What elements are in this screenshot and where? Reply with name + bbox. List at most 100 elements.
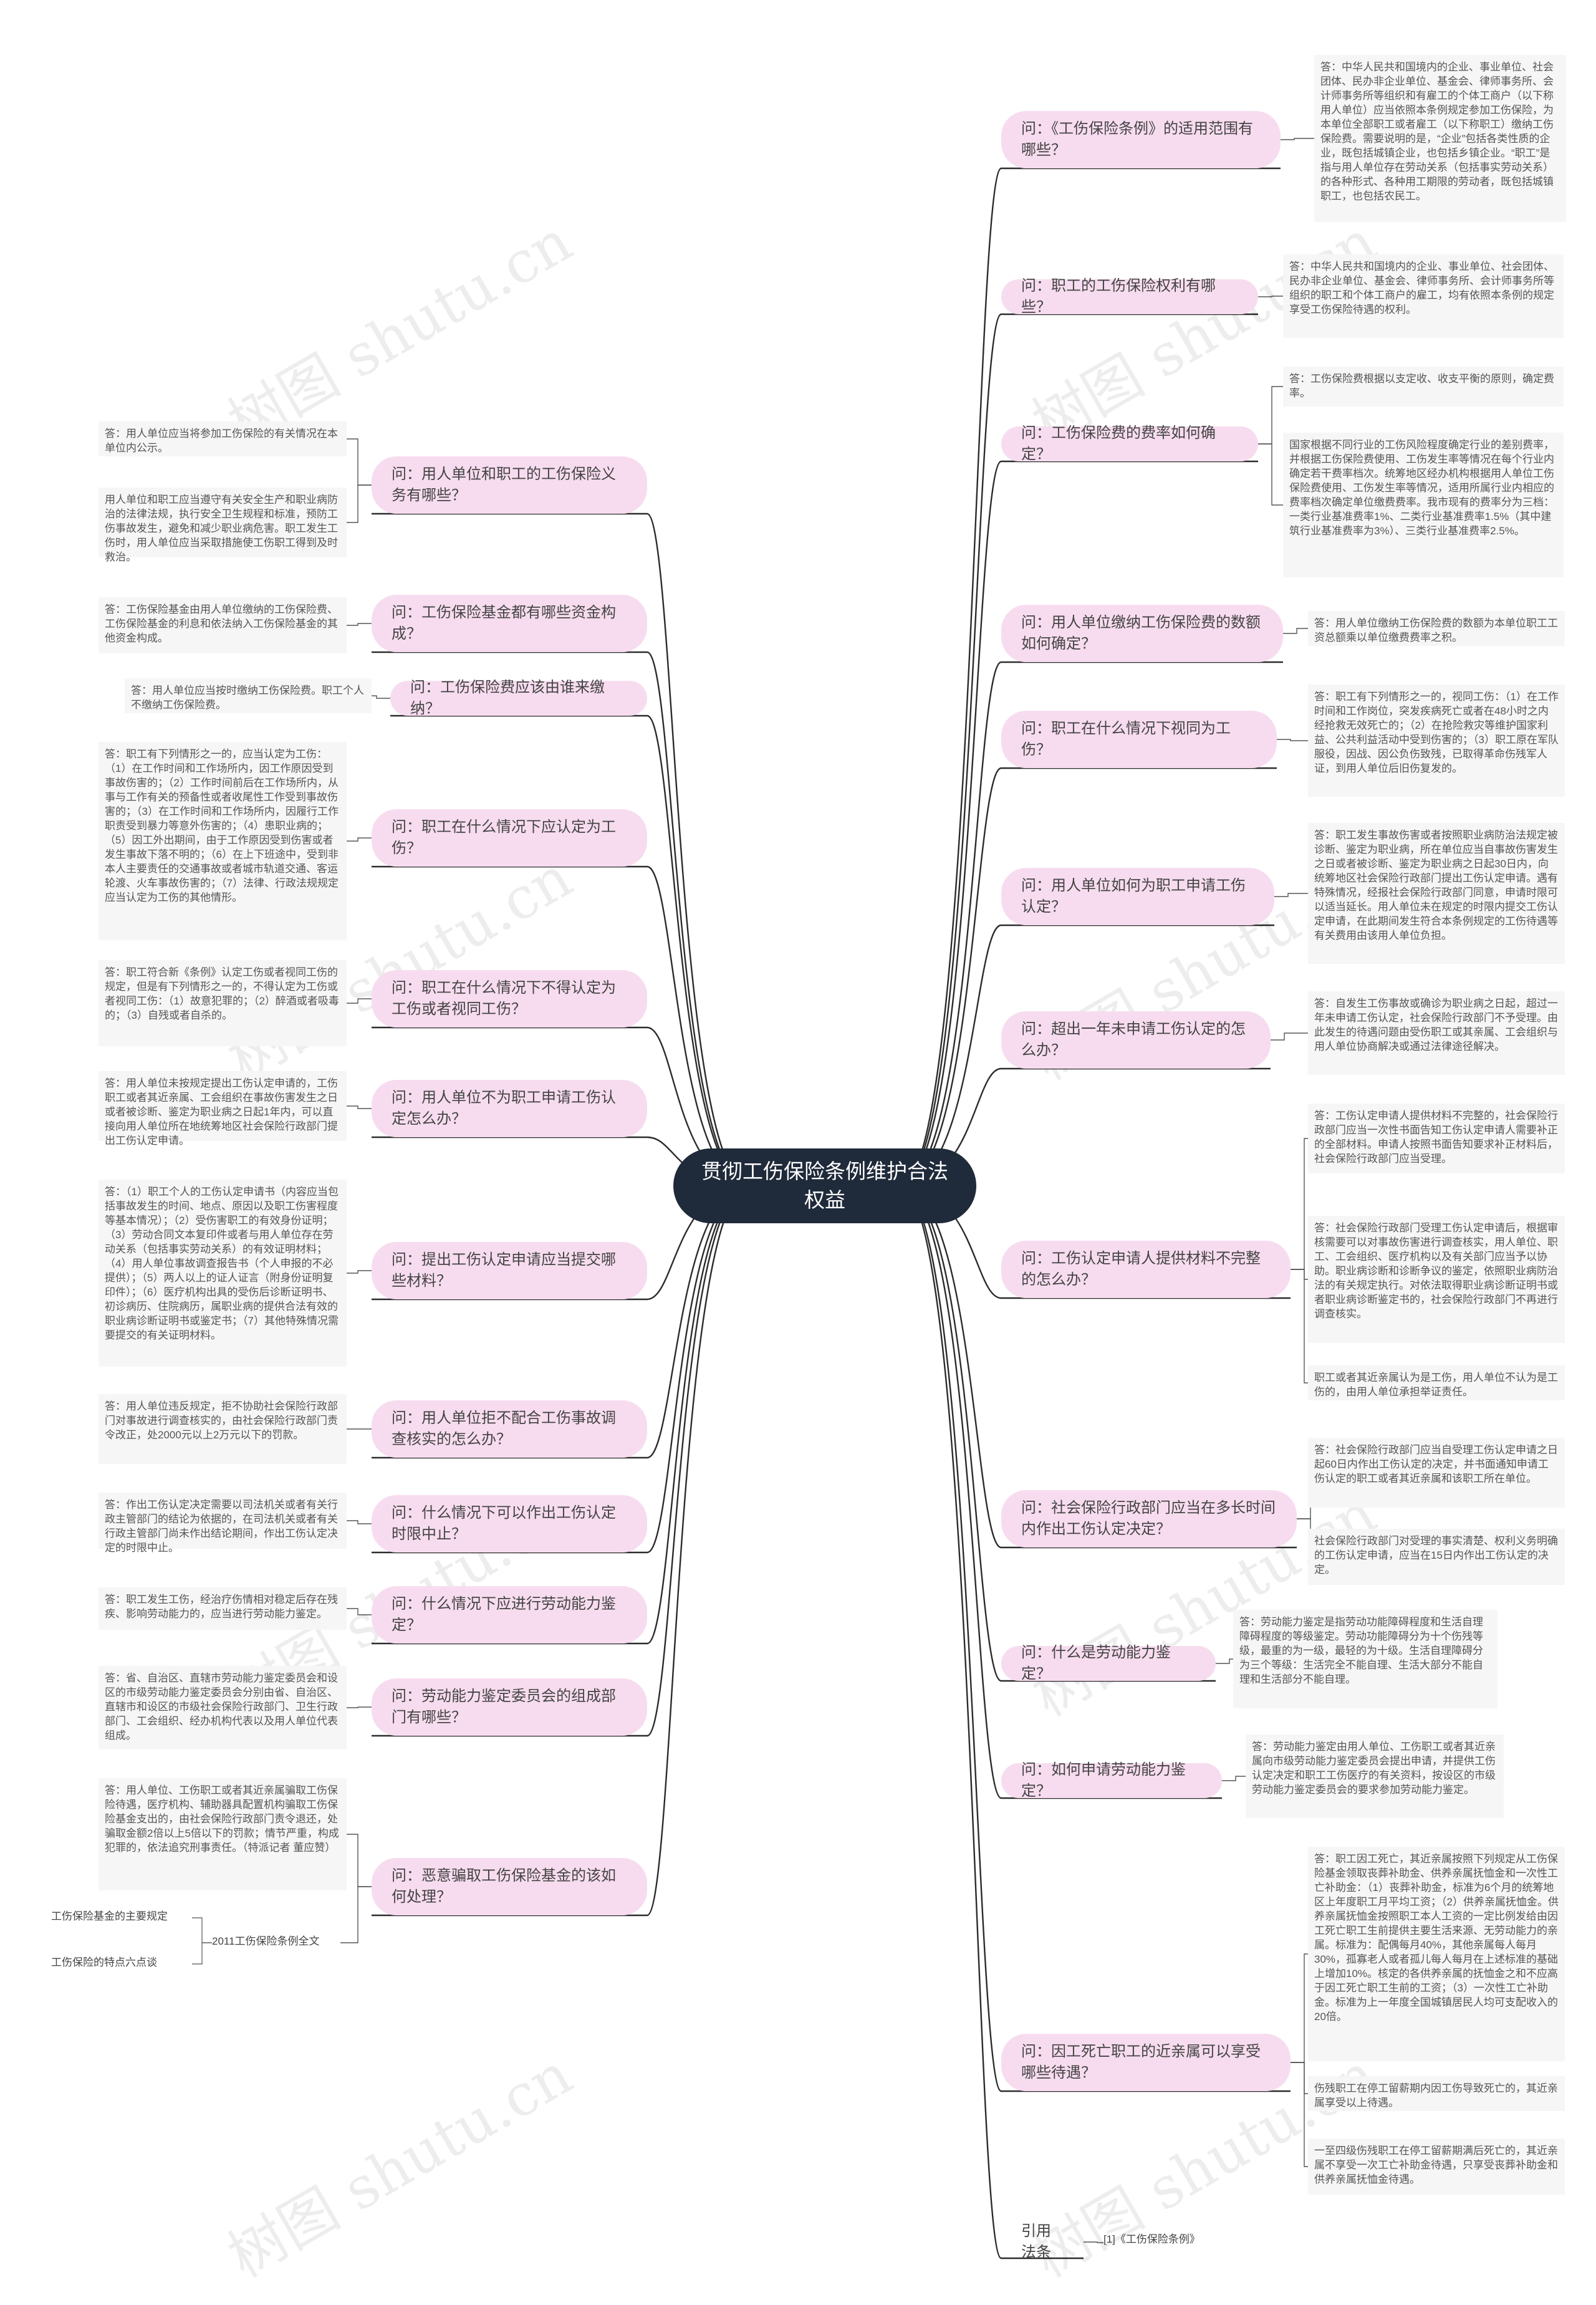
connector-line [192,1917,212,1943]
right-answer-12-3: 一至四级伤残职工在停工留薪期满后死亡的，其近亲属不享受一次工亡补助金待遇，只享受… [1308,2139,1565,2195]
left-question-11[interactable]: 问：劳动能力鉴定委员会的组成部门有哪些？ [372,1678,647,1736]
right-answer-10-1: 答：劳动能力鉴定是指劳动功能障碍程度和生活自理障碍程度的等级鉴定。劳动功能障碍分… [1233,1610,1497,1708]
right-question-6[interactable]: 问：用人单位如何为职工申请工伤认定？ [1001,868,1274,925]
connector-line [899,924,1002,1187]
connector-line [1291,2062,1308,2094]
connector-line [899,1185,1002,1549]
connector-line [899,1185,1002,1799]
left-answer-4-1: 答：职工有下列情形之一的，应当认定为工伤：（1）在工作时间和工作场所内，因工作原… [99,742,347,940]
right-answer-9-1: 答：社会保险行政部门应当自受理工伤认定申请之日起60日内作出工伤认定的决定，并书… [1308,1438,1565,1508]
connector-line [647,1185,751,1459]
connector-line [899,167,1002,1187]
left-answer-8-1: 答：用人单位违反规定，拒不协助社会保险行政部门对事故进行调查核实的，由社会保险行… [99,1394,347,1464]
left-answer-9-1: 答：作出工伤认定决定需要以司法机关或者有关行政主管部门的结论为依据的，在司法机关… [99,1493,347,1554]
right-answer-13-1: [1]《工伤保险条例》 [1103,2233,1200,2245]
connector-line [347,837,372,842]
connector-line [647,1185,751,1645]
connector-line [899,1185,1002,2092]
connector-line [1258,443,1283,506]
right-answer-6-1: 答：职工发生事故伤害或者按照职业病防治法规定被诊断、鉴定为职业病，所在单位应当自… [1308,823,1565,964]
connector-line [647,512,751,1187]
connector-line [347,484,372,523]
connector-line [1084,2241,1103,2243]
left-question-7[interactable]: 问：提出工伤认定申请应当提交哪些材料？ [372,1242,647,1299]
related-item-2[interactable]: 工伤保险的特点六点谈 [51,1956,157,1968]
left-answer-7-1: 答：（1）职工个人的工伤认定申请书（内容应当包括事故发生的时间、地点、原因以及职… [99,1180,347,1367]
right-question-13[interactable]: 引用法条 [1021,2223,1051,2261]
related-item-1[interactable]: 工伤保险基金的主要规定 [51,1910,168,1922]
left-question-2[interactable]: 问：工伤保险基金都有哪些资金构成？ [372,595,647,652]
right-answer-12-1: 答：职工因工死亡，其近亲属按照下列规定从工伤保险基金领取丧葬补助金、供养亲属抚恤… [1308,1847,1565,2061]
left-question-10[interactable]: 问：什么情况下应进行劳动能力鉴定？ [372,1586,647,1643]
left-question-9[interactable]: 问：什么情况下可以作出工伤认定时限中止？ [372,1495,647,1552]
connector-line [647,715,751,1187]
right-answer-3-1: 答：工伤保险费根据以支定收、收支平衡的原则，确定费率。 [1283,367,1564,407]
connector-line [647,1185,751,1554]
connector-line [899,767,1002,1187]
connector-line [1291,1138,1308,1270]
connector-line [1258,296,1283,297]
left-answer-2-1: 答：工伤保险基金由用人单位缴纳的工伤保险费、工伤保险基金的利息和依法纳入工伤保险… [99,597,347,653]
right-question-10[interactable]: 问：什么是劳动能力鉴定？ [1001,1644,1216,1682]
connector-line [347,438,372,486]
left-question-8[interactable]: 问：用人单位拒不配合工伤事故调查核实的怎么办？ [372,1400,647,1458]
right-answer-11-1: 答：劳动能力鉴定由用人单位、工伤职工或者其近亲属向市级劳动能力鉴定委员会提出申请… [1246,1735,1504,1818]
right-answer-7-1: 答：自发生工伤事故或确诊为职业病之日起，超过一年未申请工伤认定，社会保险行政部门… [1308,991,1565,1075]
left-answer-1-2: 用人单位和职工应当遵守有关安全生产和职业病防治的法律法规，执行安全卫生规程和标准… [99,488,347,563]
right-answer-2-1: 答：中华人民共和国境内的企业、事业单位、社会团体、民办非企业单位、基金会、律师事… [1283,254,1564,338]
connector-line [1291,1269,1308,1383]
right-question-11[interactable]: 问：如何申请劳动能力鉴定？ [1001,1761,1222,1799]
left-answer-12-1: 答：用人单位、工伤职工或者其近亲属骗取工伤保险待遇，医疗机构、辅助器具配置机构骗… [99,1778,347,1890]
connector-line [1271,1032,1308,1041]
right-answer-8-2: 答：社会保险行政部门受理工伤认定申请后，根据审核需要可以对事故伤害进行调查核实，… [1308,1216,1565,1343]
left-answer-3-1: 答：用人单位应当按时缴纳工伤保险费。职工个人不缴纳工伤保险费。 [125,678,372,713]
left-question-5[interactable]: 问：职工在什么情况下不得认定为工伤或者视同工伤？ [372,970,647,1027]
connector-line [347,1270,372,1274]
right-answer-4-1: 答：用人单位缴纳工伤保险费的数额为本单位职工工资总额乘以单位缴费费率之积。 [1308,611,1565,646]
connector-line [372,695,390,699]
left-answer-10-1: 答：职工发生工伤，经治疗伤情相对稳定后存在残疾、影响劳动能力的，应当进行劳动能力… [99,1587,347,1630]
right-question-4[interactable]: 问：用人单位缴纳工伤保险费的数额如何确定？ [1001,605,1283,662]
connector-line [192,1942,212,1965]
connector-line [1281,138,1314,140]
right-question-5[interactable]: 问：职工在什么情况下视同为工伤？ [1001,711,1277,768]
left-question-4[interactable]: 问：职工在什么情况下应认定为工伤？ [372,809,647,867]
connector-line [347,1520,372,1524]
right-answer-8-3: 职工或者其近亲属认为是工伤，用人单位不认为是工伤的，由用人单位承担举证责任。 [1308,1365,1565,1400]
connector-line [340,1886,372,1943]
related-label[interactable]: 2011工伤保险条例全文 [212,1935,320,1947]
right-question-1[interactable]: 问：《工伤保险条例》的适用范围有哪些？ [1001,111,1281,168]
connector-line [347,1834,372,1887]
right-question-8[interactable]: 问：工伤认定申请人提供材料不完整的怎么办？ [1001,1241,1291,1298]
connector-line [1274,893,1308,897]
connector-line [647,651,751,1187]
right-question-9[interactable]: 问：社会保险行政部门应当在多长时间内作出工伤认定决定？ [1001,1490,1297,1547]
right-answer-3-2: 国家根据不同行业的工伤风险程度确定行业的差别费率，并根据工伤保险费使用、工伤发生… [1283,433,1564,577]
left-question-1[interactable]: 问：用人单位和职工的工伤保险义务有哪些？ [372,456,647,514]
left-question-12[interactable]: 问：恶意骗取工伤保险基金的该如何处理？ [372,1858,647,1915]
left-answer-6-1: 答：用人单位未按规定提出工伤认定申请的，工伤职工或者其近亲属、工会组织在事故伤害… [99,1071,347,1147]
central-topic[interactable]: 贯彻工伤保险条例维护合法权益 [673,1148,976,1223]
left-question-3[interactable]: 问：工伤保险费应该由谁来缴纳？ [390,679,647,717]
left-answer-1-1: 答：用人单位应当将参加工伤保险的有关情况在本单位内公示。 [99,421,347,456]
right-question-7[interactable]: 问：超出一年未申请工伤认定的怎么办？ [1001,1011,1271,1069]
right-answer-1-1: 答：中华人民共和国境内的企业、事业单位、社会团体、民办非企业单位、基金会、律师事… [1314,55,1566,222]
connector-line [347,1608,372,1615]
connector-line [1258,386,1283,445]
right-question-3[interactable]: 问：工伤保险费的费率如何确定？ [1001,425,1258,463]
connector-line [347,1105,372,1109]
connector-line [647,1185,751,1917]
right-answer-5-1: 答：职工有下列情形之一的，视同工伤：（1）在工作时间和工作岗位，突发疾病死亡或者… [1308,685,1565,797]
right-question-12[interactable]: 问：因工死亡职工的近亲属可以享受哪些待遇？ [1001,2034,1291,2091]
connector-line [1283,628,1308,634]
right-answer-9-2: 社会保险行政部门对受理的事实清楚、权利义务明确的工伤认定申请，应当在15日内作出… [1308,1529,1565,1585]
connector-line [347,1706,372,1708]
left-question-6[interactable]: 问：用人单位不为职工申请工伤认定怎么办？ [372,1080,647,1137]
connector-line [899,1185,1002,2259]
left-answer-11-1: 答：省、自治区、直辖市劳动能力鉴定委员会和设区的市级劳动能力鉴定委员会分别由省、… [99,1666,347,1749]
connector-line [899,313,1002,1187]
connector-line [1222,1776,1246,1781]
connector-line [1291,1269,1308,1280]
right-question-2[interactable]: 问：职工的工伤保险权利有哪些？ [1001,277,1258,315]
